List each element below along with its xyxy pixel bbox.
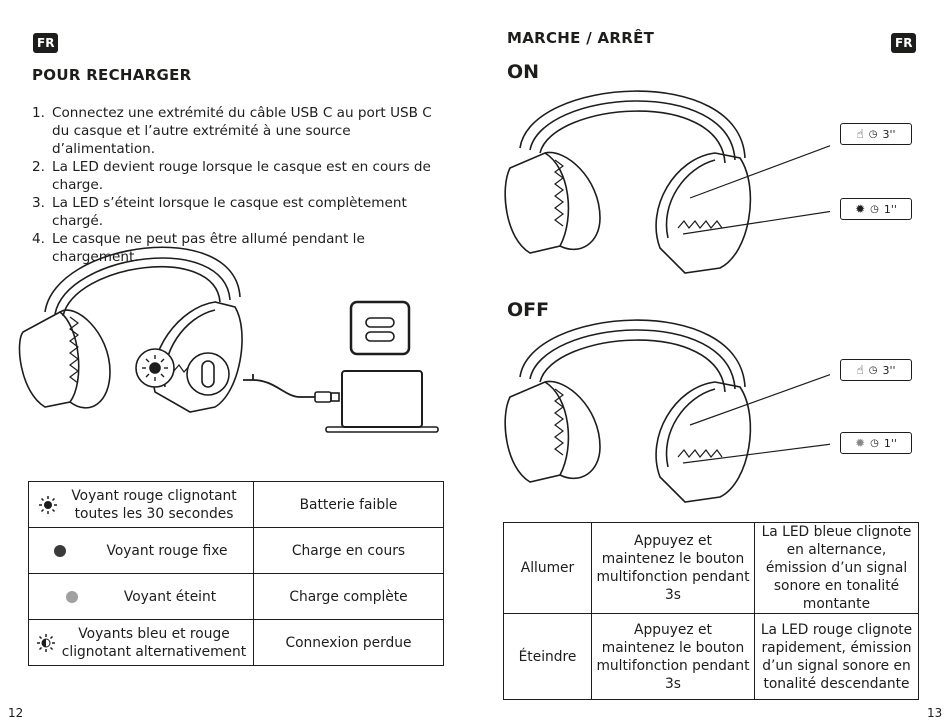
off-press-duration: 3'' — [882, 363, 896, 377]
timer-icon: ◷ — [868, 128, 878, 140]
result-cell: La LED rouge clignote rapidement, émissi… — [754, 613, 919, 700]
page-number-left: 12 — [8, 706, 24, 720]
led-description: Voyant rouge fixe — [106, 542, 228, 559]
headphones-on-illustration — [504, 90, 830, 274]
led-dark-icon: ✹ — [855, 202, 866, 216]
table-row: Voyants bleu et rouge clignotant alterna… — [28, 619, 444, 666]
status-cell: Charge en cours — [253, 527, 444, 574]
on-label: ON — [507, 61, 540, 83]
table-row: Allumer Appuyez et maintenez le bouton m… — [503, 522, 919, 614]
status-cell: Batterie faible — [253, 481, 444, 528]
table-row: Voyant rouge clignotant toutes les 30 se… — [28, 481, 444, 528]
on-press-duration: 3'' — [882, 127, 896, 141]
charging-headphones-illustration — [18, 246, 439, 433]
charging-heading: POUR RECHARGER — [32, 66, 192, 84]
led-description: Voyants bleu et rouge clignotant alterna… — [61, 625, 247, 660]
timer-icon: ◷ — [870, 203, 879, 215]
on-led-callout: ✹ ◷ 1'' — [840, 198, 912, 220]
instruction-cell: Appuyez et maintenez le bouton multifonc… — [591, 613, 755, 700]
table-row: Voyant éteint Charge complète — [28, 573, 444, 620]
timer-icon: ◷ — [868, 364, 878, 376]
solid-led-icon — [54, 544, 67, 557]
blinking-led-icon — [39, 495, 57, 514]
action-cell: Éteindre — [503, 613, 592, 700]
language-badge-right: FR — [891, 33, 917, 53]
result-cell: La LED bleue clignote en alternance, émi… — [754, 522, 919, 614]
status-cell: Charge complète — [253, 573, 444, 620]
press-finger-icon: ☝ — [856, 363, 864, 377]
list-item: 1.Connectez une extrémité du câble USB C… — [32, 105, 432, 157]
headphones-off-illustration — [504, 319, 830, 503]
off-led-duration: 1'' — [883, 436, 897, 450]
off-press-callout: ☝ ◷ 3'' — [840, 359, 912, 381]
power-action-table: Allumer Appuyez et maintenez le bouton m… — [503, 522, 919, 700]
off-label: OFF — [507, 299, 550, 321]
instruction-cell: Appuyez et maintenez le bouton multifonc… — [591, 522, 755, 614]
list-item: 4.Le casque ne peut pas être allumé pend… — [32, 231, 365, 265]
charging-steps-list: 1.Connectez une extrémité du câble USB C… — [32, 104, 452, 266]
power-heading: MARCHE / ARRÊT — [507, 29, 655, 47]
led-description: Voyant éteint — [123, 588, 217, 605]
list-item: 3.La LED s’éteint lorsque le casque est … — [32, 195, 407, 229]
led-description: Voyant rouge clignotant toutes les 30 se… — [71, 487, 237, 522]
alternating-led-icon — [36, 633, 55, 652]
page-number-right: 13 — [927, 706, 943, 720]
on-press-callout: ☝ ◷ 3'' — [840, 123, 912, 145]
table-row: Voyant rouge fixe Charge en cours — [28, 527, 444, 574]
off-led-callout: ✹ ◷ 1'' — [840, 432, 912, 454]
off-led-icon — [65, 590, 78, 603]
press-finger-icon: ☝ — [856, 127, 864, 141]
language-badge-left: FR — [33, 33, 59, 53]
action-cell: Allumer — [503, 522, 592, 614]
list-item: 2.La LED devient rouge lorsque le casque… — [32, 159, 431, 193]
timer-icon: ◷ — [870, 437, 879, 449]
on-led-duration: 1'' — [883, 202, 897, 216]
table-row: Éteindre Appuyez et maintenez le bouton … — [503, 613, 919, 700]
led-status-table: Voyant rouge clignotant toutes les 30 se… — [28, 481, 444, 666]
led-light-icon: ✹ — [855, 436, 866, 450]
status-cell: Connexion perdue — [253, 619, 444, 666]
